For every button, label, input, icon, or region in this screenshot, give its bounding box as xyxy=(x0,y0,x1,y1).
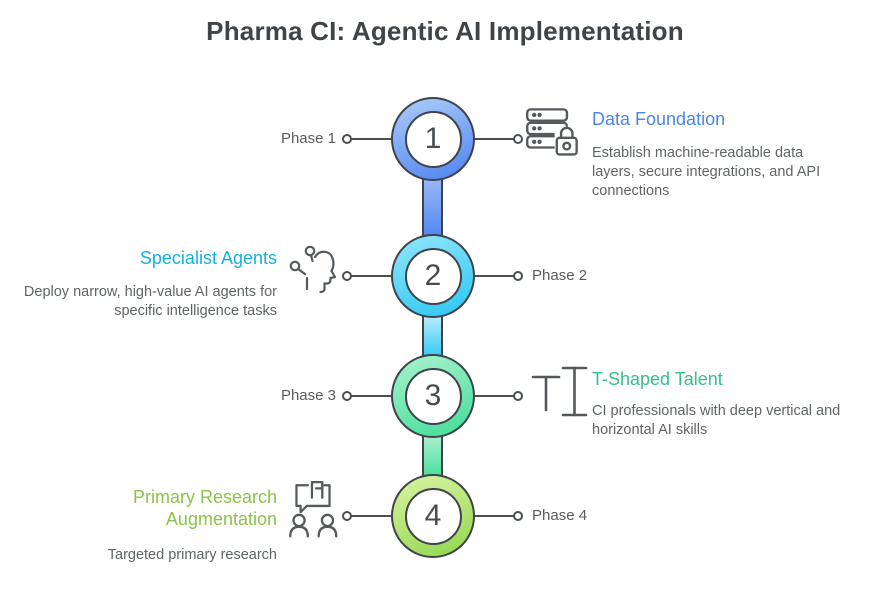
phase1-label: Phase 1 xyxy=(280,130,336,147)
phase3-description: CI professionals with deep vertical and … xyxy=(592,403,841,438)
phase2-title: Specialist Agents xyxy=(139,248,277,268)
phase2-description: Deploy narrow, high-value AI agents for … xyxy=(23,284,277,319)
ai-head-icon xyxy=(284,242,344,302)
connector-phase3-phase4 xyxy=(422,432,443,480)
timeline-node-4: 4 xyxy=(391,474,475,558)
leader-dot-phase1-right xyxy=(513,134,523,144)
phase2-label: Phase 2 xyxy=(532,267,588,284)
leader-line-phase3-left xyxy=(351,395,392,397)
connector-phase2-phase3 xyxy=(422,312,443,360)
leader-line-phase1-right xyxy=(474,138,515,140)
leader-dot-phase1-left xyxy=(342,134,352,144)
leader-dot-phase4-right xyxy=(513,511,523,521)
leader-line-phase4-left xyxy=(351,515,392,517)
timeline-node-2: 2 xyxy=(391,234,475,318)
leader-dot-phase3-right xyxy=(513,391,523,401)
timeline-node-3: 3 xyxy=(391,354,475,438)
server-lock-icon xyxy=(524,104,582,162)
phase3-label: Phase 3 xyxy=(280,387,336,404)
node-number-3: 3 xyxy=(404,367,462,425)
leader-line-phase2-right xyxy=(474,275,515,277)
people-discussion-icon xyxy=(283,477,343,539)
leader-line-phase2-left xyxy=(351,275,392,277)
leader-line-phase1-left xyxy=(351,138,392,140)
phase4-label: Phase 4 xyxy=(532,507,588,524)
leader-dot-phase4-left xyxy=(342,511,352,521)
node-number-2: 2 xyxy=(404,247,462,305)
leader-dot-phase3-left xyxy=(342,391,352,401)
t-shape-icon xyxy=(527,360,589,420)
phase4-title: Primary Research Augmentation xyxy=(132,487,277,529)
phase1-description: Establish machine-readable data layers, … xyxy=(592,145,821,199)
node-number-4: 4 xyxy=(404,487,462,545)
leader-line-phase4-right xyxy=(474,515,515,517)
phase1-title: Data Foundation xyxy=(592,109,726,129)
leader-line-phase3-right xyxy=(474,395,515,397)
phase3-title: T-Shaped Talent xyxy=(592,369,723,389)
connector-phase1-phase2 xyxy=(422,175,443,241)
node-number-1: 1 xyxy=(404,110,462,168)
leader-dot-phase2-left xyxy=(342,271,352,281)
page-title: Pharma CI: Agentic AI Implementation xyxy=(206,16,684,46)
phase4-description: Targeted primary research xyxy=(107,547,277,563)
timeline-node-1: 1 xyxy=(391,97,475,181)
leader-dot-phase2-right xyxy=(513,271,523,281)
